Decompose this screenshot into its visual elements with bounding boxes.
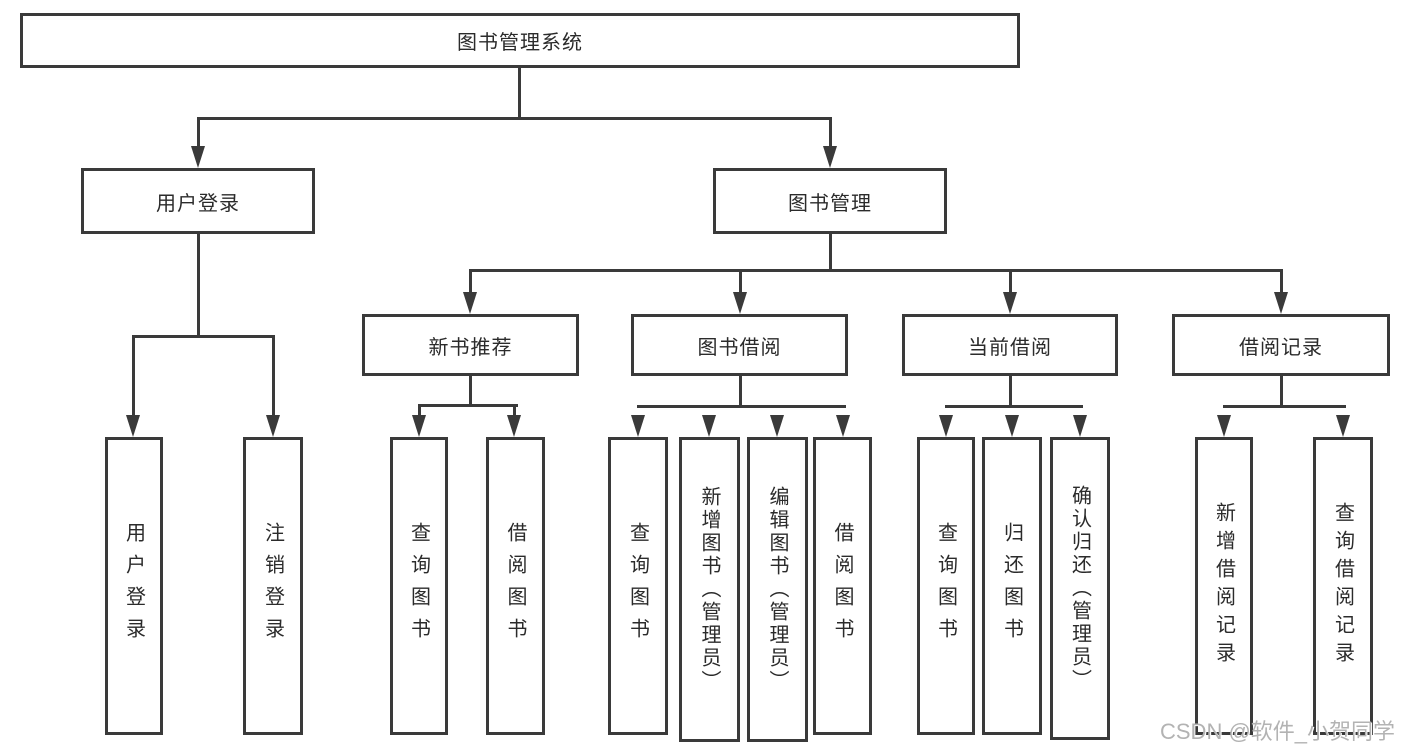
leaf-borrow-books: 借阅图书 xyxy=(813,437,872,735)
leaf-label: 归还图书 xyxy=(1000,522,1023,650)
connector-drop-book-mgmt xyxy=(829,119,832,148)
leaf-query-books-current: 查询图书 xyxy=(917,437,975,735)
connector-drop-leaf-logout xyxy=(272,337,275,417)
connector-book-borrow-stem xyxy=(739,376,742,407)
leaf-label: 编辑图书（管理员） xyxy=(766,486,788,693)
arrow-br-query-icon xyxy=(1336,415,1350,437)
arrow-cb-confirm-icon xyxy=(1073,415,1087,437)
leaf-user-login: 用户登录 xyxy=(105,437,163,735)
node-label: 新书推荐 xyxy=(428,336,513,359)
arrow-leaf-logout-icon xyxy=(266,415,280,437)
node-label: 图书管理系统 xyxy=(457,32,583,54)
arrow-bb-edit-icon xyxy=(770,415,784,437)
leaf-label: 查询图书 xyxy=(407,522,430,650)
arrow-current-icon xyxy=(1003,292,1017,314)
arrow-book-borrow-icon xyxy=(733,292,747,314)
leaf-label: 新增图书（管理员） xyxy=(698,486,720,693)
node-label: 图书管理 xyxy=(788,192,872,215)
leaf-confirm-return-admin: 确认归还（管理员） xyxy=(1050,437,1110,740)
leaf-query-books-recommend: 查询图书 xyxy=(390,437,448,735)
arrow-book-mgmt-icon xyxy=(823,146,837,168)
leaf-query-borrow-record: 查询借阅记录 xyxy=(1313,437,1373,735)
connector-drop-nb-query xyxy=(418,406,421,416)
arrow-cb-query-icon xyxy=(939,415,953,437)
node-book-management: 图书管理 xyxy=(713,168,947,234)
connector-book-borrow-rail xyxy=(637,405,846,408)
connector-root-stem xyxy=(518,68,521,119)
connector-book-mgmt-rail xyxy=(469,269,1283,272)
arrow-bb-borrow-icon xyxy=(836,415,850,437)
leaf-label: 查询借阅记录 xyxy=(1331,502,1354,670)
connector-user-login-rail xyxy=(132,335,275,338)
connector-user-login-stem xyxy=(197,234,200,338)
leaf-label: 用户登录 xyxy=(122,522,145,650)
node-library-management-system: 图书管理系统 xyxy=(20,13,1020,68)
node-borrowing-records: 借阅记录 xyxy=(1172,314,1390,376)
connector-drop-book-borrow xyxy=(739,271,742,294)
node-label: 图书借阅 xyxy=(697,336,782,359)
leaf-return-books: 归还图书 xyxy=(982,437,1042,735)
arrow-nb-query-icon xyxy=(412,415,426,437)
connector-record-stem xyxy=(1280,376,1283,407)
connector-current-stem xyxy=(1009,376,1012,407)
arrow-bb-query-icon xyxy=(631,415,645,437)
connector-drop-record xyxy=(1280,271,1283,294)
leaf-add-books-admin: 新增图书（管理员） xyxy=(679,437,740,742)
connector-drop-user-login xyxy=(197,119,200,148)
connector-root-rail xyxy=(197,117,832,120)
leaf-query-books-borrow: 查询图书 xyxy=(608,437,668,735)
leaf-label: 查询图书 xyxy=(626,522,649,650)
arrow-cb-return-icon xyxy=(1005,415,1019,437)
node-label: 借阅记录 xyxy=(1239,336,1323,359)
connector-book-mgmt-stem xyxy=(829,234,832,272)
arrow-br-add-icon xyxy=(1217,415,1231,437)
leaf-edit-books-admin: 编辑图书（管理员） xyxy=(747,437,808,742)
leaf-label: 新增借阅记录 xyxy=(1212,502,1235,670)
connector-new-book-stem xyxy=(469,376,472,406)
arrow-user-login-icon xyxy=(191,146,205,168)
node-book-borrowing: 图书借阅 xyxy=(631,314,848,376)
connector-current-rail xyxy=(945,405,1083,408)
connector-drop-current xyxy=(1009,271,1012,294)
csdn-watermark: CSDN @软件_小贺同学 xyxy=(1160,719,1396,744)
leaf-label: 查询图书 xyxy=(934,522,957,650)
node-label: 当前借阅 xyxy=(968,336,1052,359)
leaf-label: 借阅图书 xyxy=(504,522,526,650)
node-label: 用户登录 xyxy=(156,192,240,215)
arrow-new-book-icon xyxy=(463,292,477,314)
connector-drop-leaf-login xyxy=(132,337,135,417)
arrow-record-icon xyxy=(1274,292,1288,314)
arrow-nb-borrow-icon xyxy=(507,415,521,437)
node-new-book-recommendation: 新书推荐 xyxy=(362,314,579,376)
node-user-login: 用户登录 xyxy=(81,168,315,234)
arrow-leaf-login-icon xyxy=(126,415,140,437)
connector-new-book-rail xyxy=(418,404,518,407)
leaf-logout: 注销登录 xyxy=(243,437,303,735)
leaf-label: 确认归还（管理员） xyxy=(1068,485,1091,692)
node-current-borrowing: 当前借阅 xyxy=(902,314,1118,376)
connector-drop-new-book xyxy=(469,271,472,294)
arrow-bb-add-icon xyxy=(702,415,716,437)
leaf-borrow-books-recommend: 借阅图书 xyxy=(486,437,545,735)
leaf-label: 注销登录 xyxy=(261,522,284,650)
leaf-label: 借阅图书 xyxy=(831,522,853,650)
leaf-add-borrow-record: 新增借阅记录 xyxy=(1195,437,1253,735)
connector-record-rail xyxy=(1223,405,1346,408)
connector-drop-nb-borrow xyxy=(513,406,516,416)
